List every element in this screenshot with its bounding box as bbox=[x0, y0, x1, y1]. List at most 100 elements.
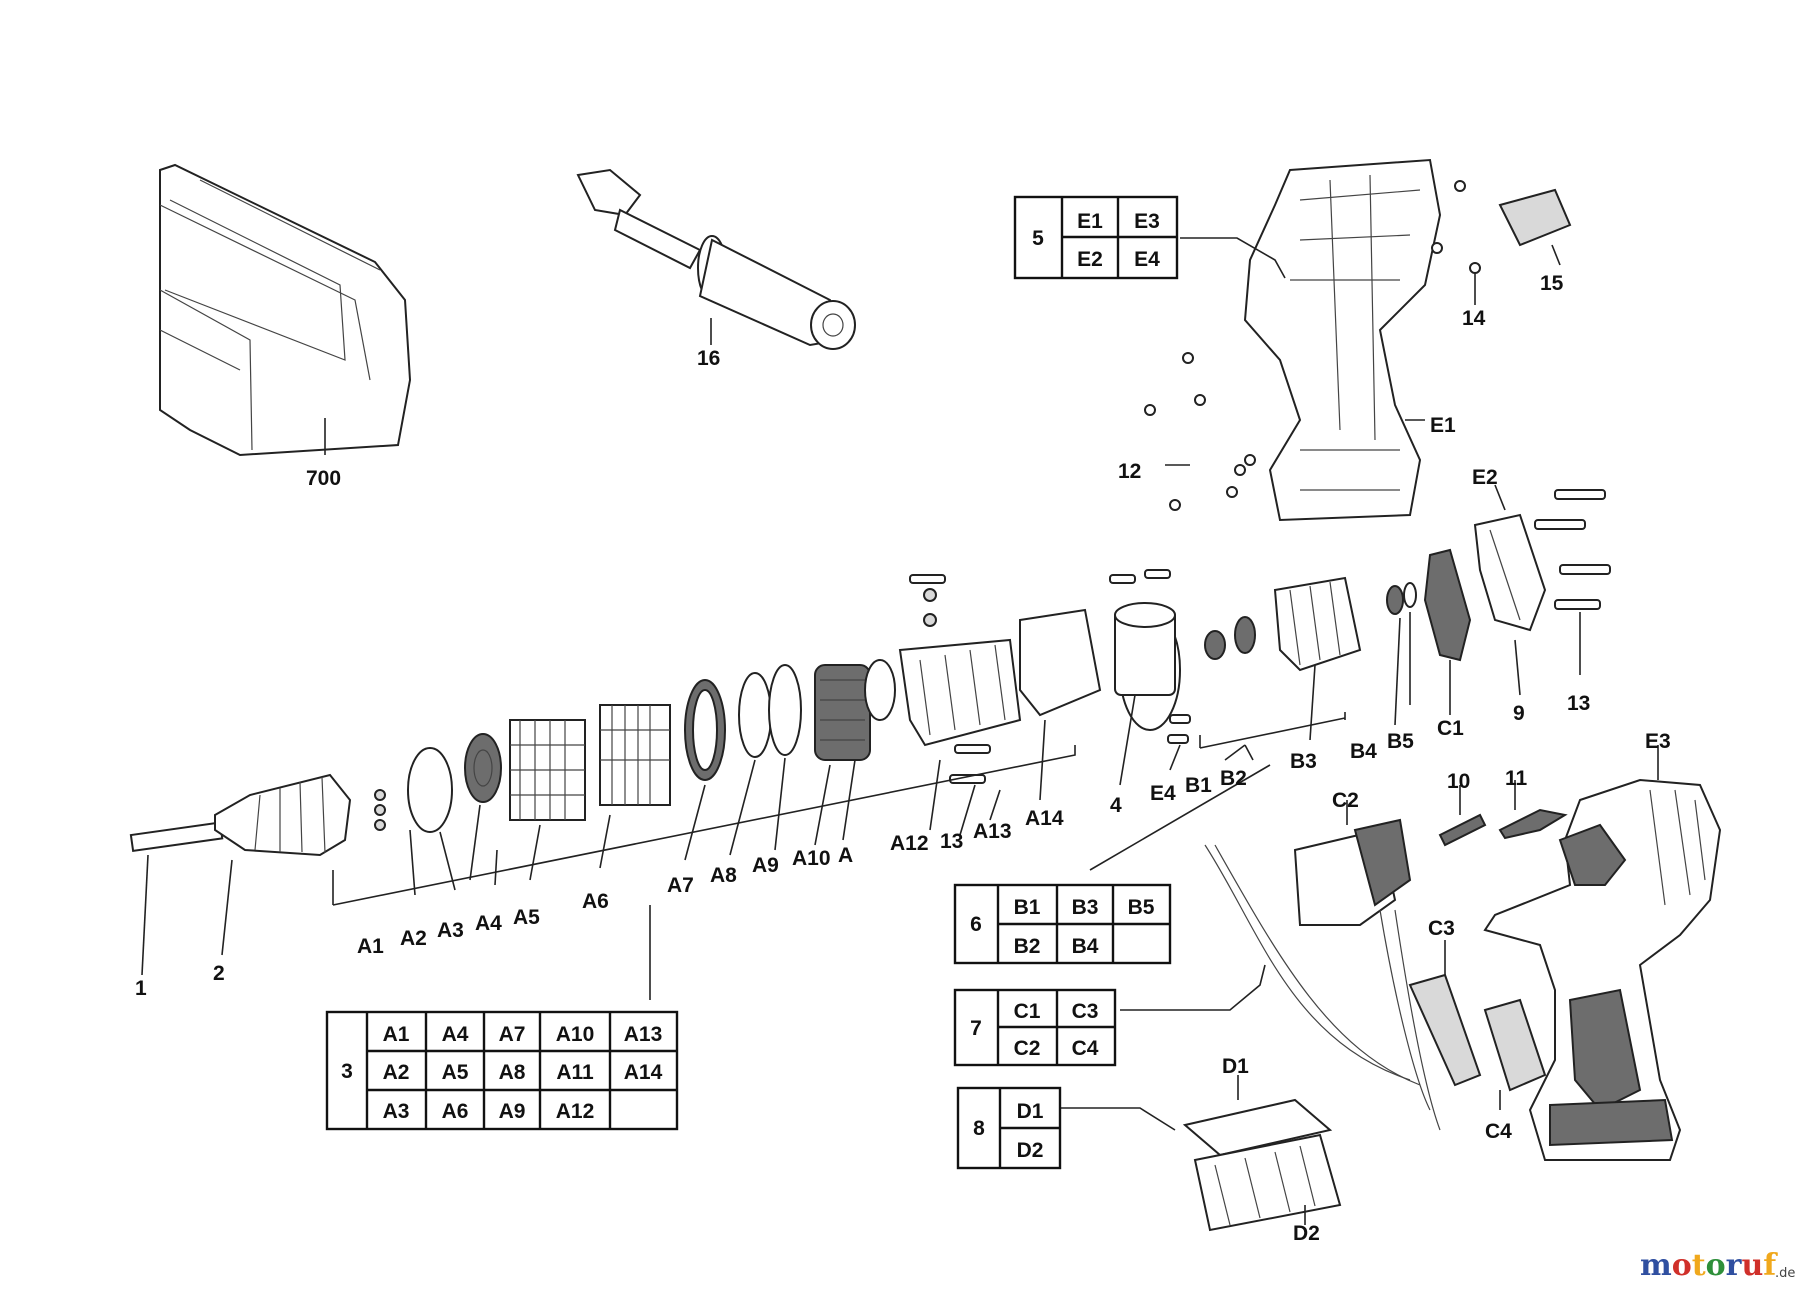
housing-e1-drawing bbox=[1144, 158, 1572, 522]
callout-a1: A1 bbox=[357, 935, 384, 958]
callout-b4: B4 bbox=[1350, 740, 1377, 763]
table-6: 6 B1 B3 B5 B2 B4 bbox=[953, 883, 1172, 965]
watermark-letter: o bbox=[1672, 1248, 1692, 1283]
callout-c4: C4 bbox=[1485, 1120, 1512, 1143]
callout-a2: A2 bbox=[400, 927, 427, 950]
callout-16: 16 bbox=[697, 347, 720, 370]
table-3-cell: A10 bbox=[556, 1023, 595, 1046]
callout-b1: B1 bbox=[1185, 774, 1212, 797]
table-7-cell: C4 bbox=[1072, 1037, 1099, 1060]
table-8-id: 8 bbox=[973, 1117, 985, 1140]
callout-13-right: 13 bbox=[1567, 692, 1590, 715]
callout-a4: A4 bbox=[475, 912, 502, 935]
table-6-cell: B3 bbox=[1072, 896, 1099, 919]
table-3-cell: A1 bbox=[383, 1023, 410, 1046]
watermark-letter: t bbox=[1692, 1248, 1706, 1283]
watermark-text: motoruf bbox=[1640, 1248, 1778, 1283]
callout-d1: D1 bbox=[1222, 1055, 1249, 1078]
table-5-cell: E4 bbox=[1134, 248, 1160, 271]
callout-a3: A3 bbox=[437, 919, 464, 942]
table-7-cell: C3 bbox=[1072, 1000, 1099, 1023]
callout-9: 9 bbox=[1513, 702, 1525, 725]
table-3-cell: A14 bbox=[624, 1061, 663, 1084]
watermark-suffix: .de bbox=[1775, 1266, 1795, 1281]
callout-labels: 700 16 15 14 12 E1 E2 9 13 C1 B5 B4 B3 B… bbox=[135, 272, 1671, 1245]
callout-e1: E1 bbox=[1430, 414, 1456, 437]
callout-a13: A13 bbox=[973, 820, 1012, 843]
watermark-logo: motoruf .de bbox=[1640, 1248, 1795, 1283]
table-6-cell: B5 bbox=[1128, 896, 1155, 919]
watermark-letter: m bbox=[1640, 1248, 1672, 1283]
case-drawing bbox=[159, 163, 412, 457]
callout-14: 14 bbox=[1462, 307, 1486, 330]
callout-c3: C3 bbox=[1428, 917, 1455, 940]
table-3: 3 A1 A4 A7 A10 A13 A2 A5 A8 A11 A14 A3 A… bbox=[325, 1010, 679, 1131]
table-7-cell: C2 bbox=[1014, 1037, 1041, 1060]
table-3-cell: A3 bbox=[383, 1100, 410, 1123]
callout-13-left: 13 bbox=[940, 830, 963, 853]
motor-parts-drawing bbox=[1089, 569, 1417, 871]
callout-b2: B2 bbox=[1220, 767, 1247, 790]
callout-15: 15 bbox=[1540, 272, 1564, 295]
callout-a: A bbox=[838, 844, 853, 867]
table-5-cell: E1 bbox=[1077, 210, 1103, 233]
callout-12: 12 bbox=[1118, 460, 1141, 483]
table-8: 8 D1 D2 bbox=[956, 1086, 1062, 1170]
watermark-letter: f bbox=[1763, 1248, 1778, 1283]
table-5-cell: E3 bbox=[1134, 210, 1160, 233]
table-6-cell: B1 bbox=[1014, 896, 1041, 919]
table-3-cell: A8 bbox=[499, 1061, 526, 1084]
table-5-id: 5 bbox=[1032, 227, 1044, 250]
callout-2: 2 bbox=[213, 962, 225, 985]
callout-a10: A10 bbox=[792, 847, 831, 870]
callout-a9: A9 bbox=[752, 854, 779, 877]
watermark-letter: r bbox=[1726, 1248, 1743, 1283]
callout-a14: A14 bbox=[1025, 807, 1064, 830]
callout-a6: A6 bbox=[582, 890, 609, 913]
callout-d2: D2 bbox=[1293, 1222, 1320, 1245]
callout-e3: E3 bbox=[1645, 730, 1671, 753]
table-3-cell: A11 bbox=[556, 1061, 594, 1084]
callout-b5: B5 bbox=[1387, 730, 1414, 753]
table-3-cell: A12 bbox=[556, 1100, 595, 1123]
table-7: 7 C1 C3 C2 C4 bbox=[953, 988, 1117, 1067]
table-7-id: 7 bbox=[970, 1017, 982, 1040]
table-6-cell: B4 bbox=[1072, 935, 1099, 958]
callout-c1: C1 bbox=[1437, 717, 1464, 740]
table-3-cell: A13 bbox=[624, 1023, 663, 1046]
table-5-cell: E2 bbox=[1077, 248, 1103, 271]
chuck-drawing bbox=[129, 773, 352, 976]
table-8-cell: D1 bbox=[1017, 1100, 1044, 1123]
small-parts-drawing bbox=[1438, 780, 1568, 847]
table-3-cell: A6 bbox=[442, 1100, 469, 1123]
callout-a5: A5 bbox=[513, 906, 540, 929]
callout-4: 4 bbox=[1110, 794, 1122, 817]
callout-10: 10 bbox=[1447, 770, 1470, 793]
switch-wiring-drawing bbox=[1204, 800, 1547, 1131]
table-5: 5 E1 E3 E2 E4 bbox=[1013, 195, 1179, 280]
callout-e2: E2 bbox=[1472, 466, 1498, 489]
end-cap-parts-drawing bbox=[1423, 484, 1611, 715]
table-3-cell: A9 bbox=[499, 1100, 526, 1123]
callout-a12: A12 bbox=[890, 832, 929, 855]
callout-a8: A8 bbox=[710, 864, 737, 887]
watermark-letter: u bbox=[1741, 1248, 1763, 1283]
callout-c2: C2 bbox=[1332, 789, 1359, 812]
battery-connector-drawing bbox=[1182, 1075, 1342, 1232]
callout-a7: A7 bbox=[667, 874, 694, 897]
table-3-cell: A4 bbox=[442, 1023, 469, 1046]
watermark-letter: o bbox=[1706, 1248, 1726, 1283]
table-6-id: 6 bbox=[970, 913, 982, 936]
callout-b3: B3 bbox=[1290, 750, 1317, 773]
callout-11: 11 bbox=[1505, 767, 1528, 790]
callout-e4: E4 bbox=[1150, 782, 1176, 805]
table-6-cell: B2 bbox=[1014, 935, 1041, 958]
assembled-drill-drawing bbox=[1483, 745, 1722, 1161]
callout-700: 700 bbox=[306, 467, 341, 490]
table-3-id: 3 bbox=[341, 1060, 353, 1083]
table-3-cell: A2 bbox=[383, 1061, 410, 1084]
table-3-cell: A7 bbox=[499, 1023, 526, 1046]
table-3-cell: A5 bbox=[442, 1061, 469, 1084]
